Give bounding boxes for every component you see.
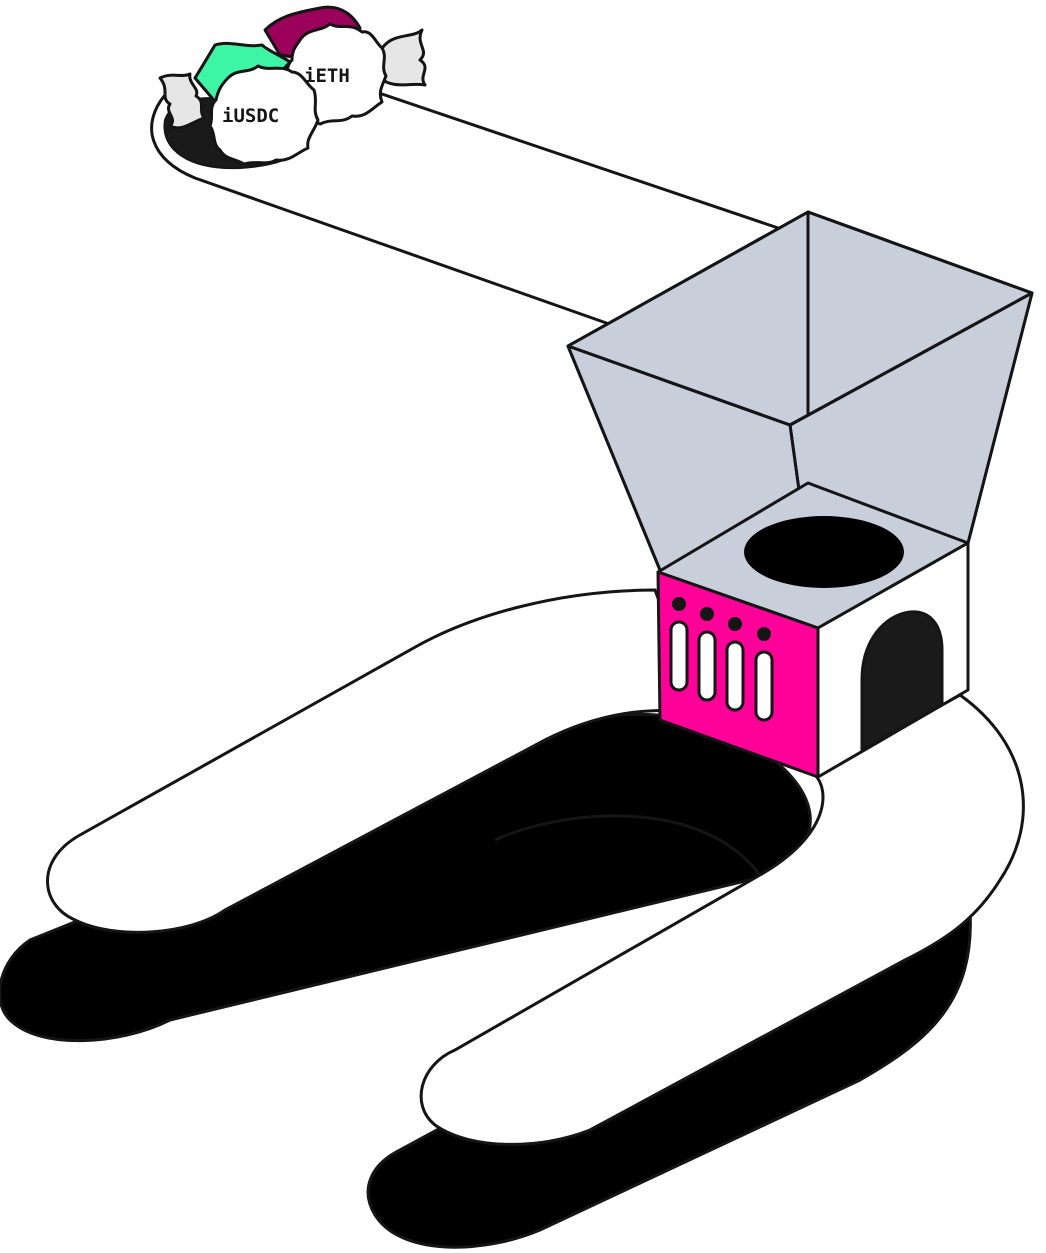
- indicator-light: [700, 607, 714, 621]
- machine-slot: [725, 640, 745, 712]
- tube-back-line: [369, 88, 791, 234]
- candy-wrapper-tail: [376, 28, 427, 87]
- indicator-light: [757, 627, 771, 641]
- machine-slot: [754, 650, 774, 722]
- indicator-light: [672, 597, 686, 611]
- candies: iETH iUSDC: [158, 5, 427, 166]
- candy-iusdc: iUSDC: [158, 41, 320, 166]
- machine-slot: [697, 630, 717, 702]
- candy-label-ieth: iETH: [304, 65, 350, 87]
- candy-label-iusdc: iUSDC: [222, 105, 279, 127]
- machine-top-hole: [744, 516, 904, 588]
- track: [46, 588, 1025, 1146]
- track-lower-arm: [419, 693, 1025, 1146]
- machine-indicators: [669, 597, 774, 722]
- candy-body: [208, 64, 320, 166]
- candy-wrapper-tail: [158, 72, 206, 130]
- machine-door: [860, 610, 944, 752]
- track-inner-curve: [494, 814, 762, 876]
- indicator-light: [728, 617, 742, 631]
- machine-box: [656, 481, 970, 779]
- tube-front-line: [150, 94, 613, 327]
- track-outer-arm: [46, 588, 703, 934]
- funnel-top-rim: [566, 210, 1034, 427]
- machine-slot: [669, 620, 689, 692]
